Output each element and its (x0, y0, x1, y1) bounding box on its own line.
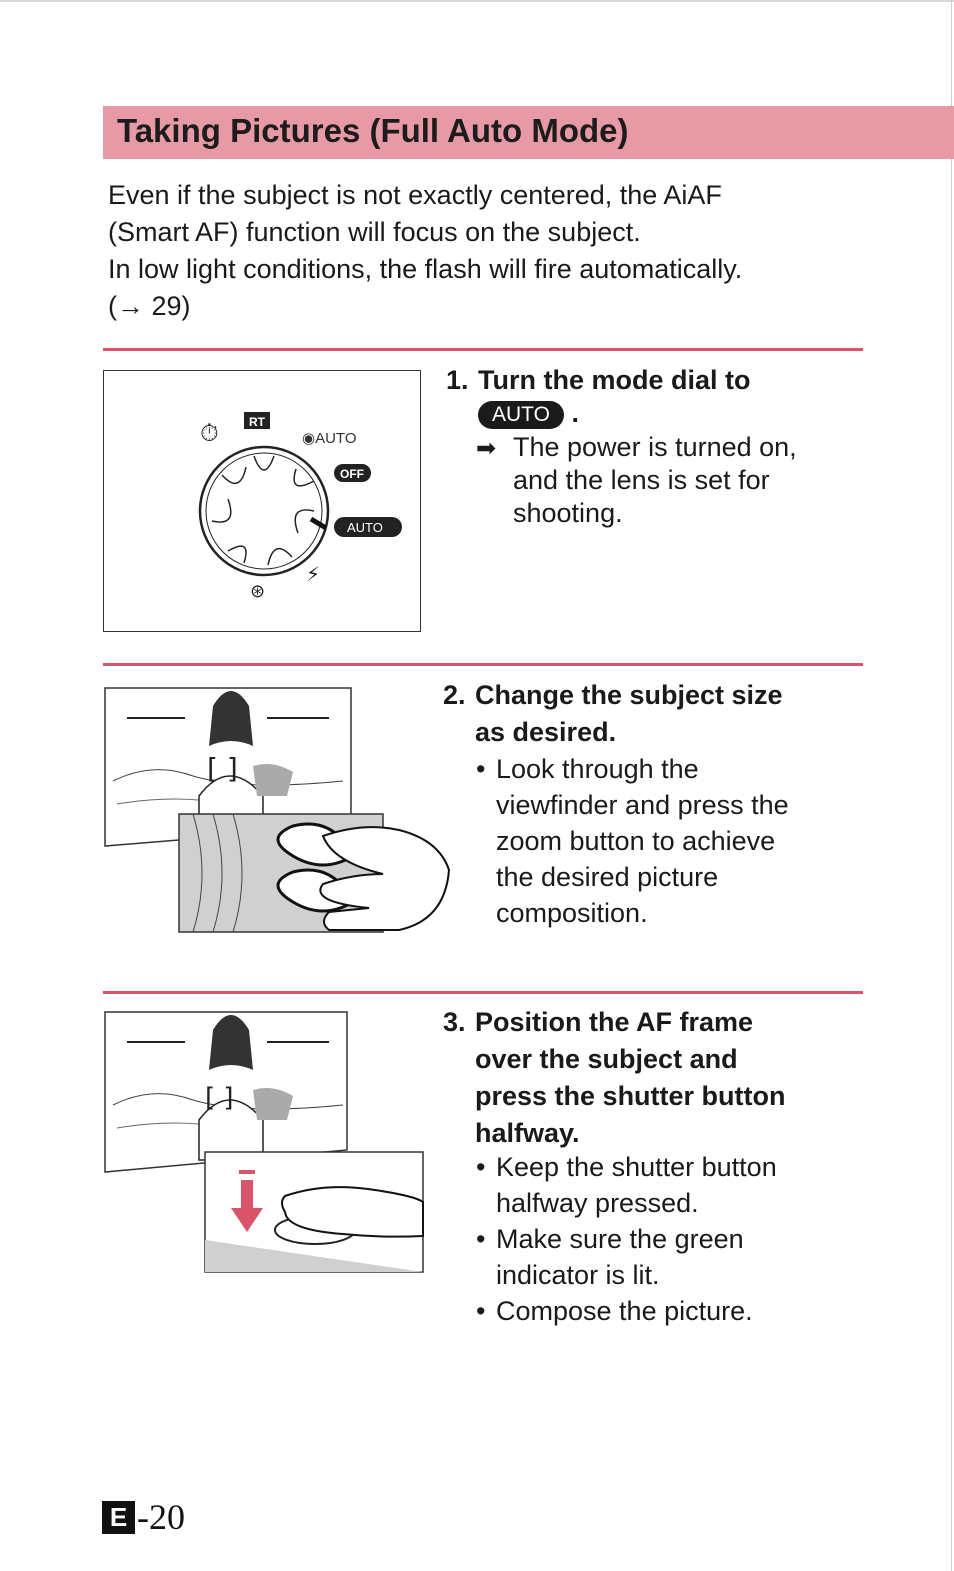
intro-line: (Smart AF) function will focus on the su… (108, 217, 641, 247)
bullet-item: • Make sure the green indicator is lit. (476, 1221, 876, 1293)
af-frame-icon: [ ] (205, 1083, 234, 1113)
result-arrow-icon: ➡ (476, 435, 497, 462)
off-mode-badge (334, 464, 371, 482)
auto-label: AUTO (347, 520, 383, 535)
title-bar: Taking Pictures (Full Auto Mode) (103, 106, 954, 159)
bullet-icon: • (476, 1224, 486, 1254)
page-edge-right (951, 0, 952, 1571)
self-timer-icon: ⏱ (200, 419, 219, 447)
result-text: The power is turned on, and the lens is … (513, 432, 797, 528)
page-edge-top (0, 0, 954, 2)
page-number: -20 (137, 1497, 185, 1537)
rt-label: RT (249, 415, 266, 429)
flash-icon: ⚡ (306, 562, 320, 586)
language-badge: E (102, 1501, 135, 1534)
bullet-text: Look through the viewfinder and press th… (496, 754, 789, 928)
press-indicator (239, 1170, 255, 1174)
step-number: 1. (446, 365, 469, 395)
bullet-icon: • (476, 1152, 486, 1182)
flash-off-icon: ⊛ (250, 581, 265, 602)
page-title: Taking Pictures (Full Auto Mode) (117, 112, 629, 149)
mode-dial-illustration: ⏱ RT ◉AUTO OFF AUTO ⚡ ⊛ (103, 370, 421, 632)
zoom-illustration: [ ] (103, 686, 453, 936)
section-rule (103, 663, 863, 666)
step-number: 3. (443, 1007, 466, 1037)
auto-mode-badge (334, 517, 402, 537)
shutter-drawing: [ ] (104, 1011, 424, 1273)
shutter-illustration: [ ] (103, 1010, 425, 1276)
section-rule (103, 348, 863, 351)
bullet-text: Keep the shutter button halfway pressed. (496, 1152, 777, 1218)
intro-line: (→ 29) (108, 291, 191, 321)
bullet-icon: • (476, 754, 486, 784)
section-rule (103, 991, 863, 994)
down-arrow-icon (231, 1208, 263, 1232)
step-3-bullets: • Keep the shutter button halfway presse… (476, 1149, 876, 1329)
step-2-bullets: • Look through the viewfinder and press … (476, 751, 876, 931)
step-title: Change the subject size as desired. (475, 680, 783, 747)
bullet-item: • Keep the shutter button halfway presse… (476, 1149, 876, 1221)
intro-line: Even if the subject is not exactly cente… (108, 180, 722, 210)
mode-dial-drawing: ⏱ RT ◉AUTO OFF AUTO ⚡ ⊛ (198, 412, 402, 602)
intro-line: In low light conditions, the flash will … (108, 254, 743, 284)
step-1-period: . (571, 398, 579, 428)
bullet-text: Make sure the green indicator is lit. (496, 1224, 744, 1290)
af-frame-icon: [ ] (207, 752, 238, 785)
auto-mode-badge: AUTO (478, 400, 564, 429)
intro-text: Even if the subject is not exactly cente… (108, 177, 888, 325)
red-eye-auto-label: ◉AUTO (302, 430, 357, 447)
zoom-drawing: [ ] (104, 687, 451, 933)
off-label: OFF (340, 467, 364, 481)
bullet-item: • Compose the picture. (476, 1293, 876, 1329)
step-title: Position the AF frame over the subject a… (475, 1007, 786, 1148)
step-number: 2. (443, 680, 466, 710)
bullet-text: Compose the picture. (496, 1296, 753, 1326)
rt-mode-badge (244, 412, 270, 429)
step-1-badge-line: AUTO . (478, 398, 579, 429)
bullet-item: • Look through the viewfinder and press … (476, 751, 876, 931)
bullet-icon: • (476, 1296, 486, 1326)
step-title: Turn the mode dial to (478, 365, 751, 395)
